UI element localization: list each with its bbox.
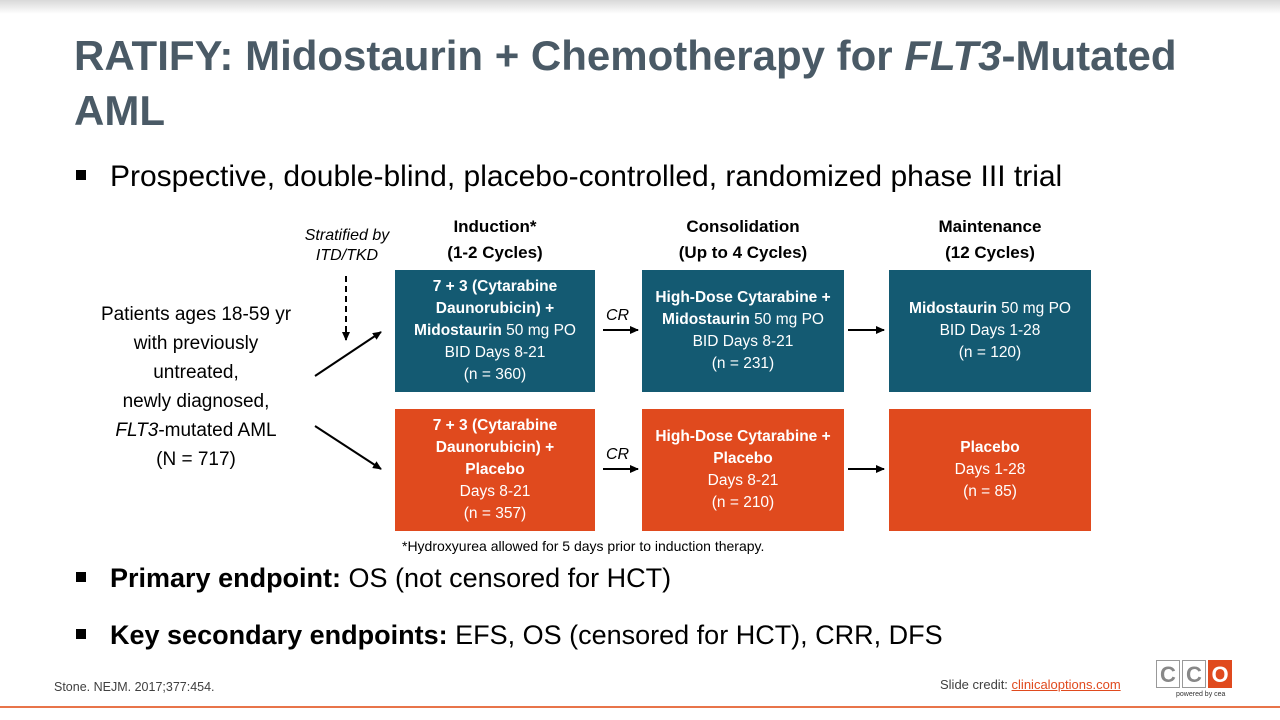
bottom-divider — [0, 706, 1280, 708]
box-maintenance-placebo: Placebo Days 1-28 (n = 85) — [889, 409, 1091, 531]
top-gradient-bar — [0, 0, 1280, 14]
cr-label-mido: CR — [606, 307, 630, 324]
slide-title: RATIFY: Midostaurin + Chemotherapy for F… — [74, 32, 1177, 134]
box-consolidation-midostaurin: High-Dose Cytarabine + Midostaurin 50 mg… — [642, 270, 844, 392]
box-induction-placebo: 7 + 3 (Cytarabine Daunorubicin) + Placeb… — [395, 409, 595, 531]
header-consolidation: Consolidation(Up to 4 Cycles) — [678, 217, 808, 262]
bullet-square-icon — [76, 170, 86, 181]
bullet-primary-endpoint: Primary endpoint: OS (not censored for H… — [76, 563, 671, 594]
patient-population: Patients ages 18-59 yr with previously u… — [100, 304, 292, 470]
randomize-arrow-down — [314, 425, 382, 470]
bullet-secondary-endpoints: Key secondary endpoints: EFS, OS (censor… — [76, 620, 943, 651]
bullet-trial-design: Prospective, double-blind, placebo-contr… — [76, 160, 1062, 194]
slide-credit: Slide credit: clinicaloptions.com — [940, 677, 1121, 692]
bullet-square-icon — [76, 628, 86, 639]
cco-logo: C C O powered by cea — [1156, 660, 1234, 704]
cr-label-placebo: CR — [606, 446, 630, 463]
box-maintenance-midostaurin: Midostaurin 50 mg PO BID Days 1-28 (n = … — [889, 270, 1091, 392]
header-maintenance: Maintenance(12 Cycles) — [938, 217, 1042, 262]
bullet-square-icon — [76, 571, 86, 582]
citation: Stone. NEJM. 2017;377:454. — [54, 680, 215, 694]
header-induction: Induction*(1-2 Cycles) — [447, 217, 543, 262]
credit-link[interactable]: clinicaloptions.com — [1011, 677, 1121, 692]
box-consolidation-placebo: High-Dose Cytarabine + Placebo Days 8-21… — [642, 409, 844, 531]
randomize-arrow-up — [314, 331, 382, 377]
box-induction-midostaurin: 7 + 3 (Cytarabine Daunorubicin) + Midost… — [395, 270, 595, 392]
footnote: *Hydroxyurea allowed for 5 days prior to… — [402, 538, 765, 554]
